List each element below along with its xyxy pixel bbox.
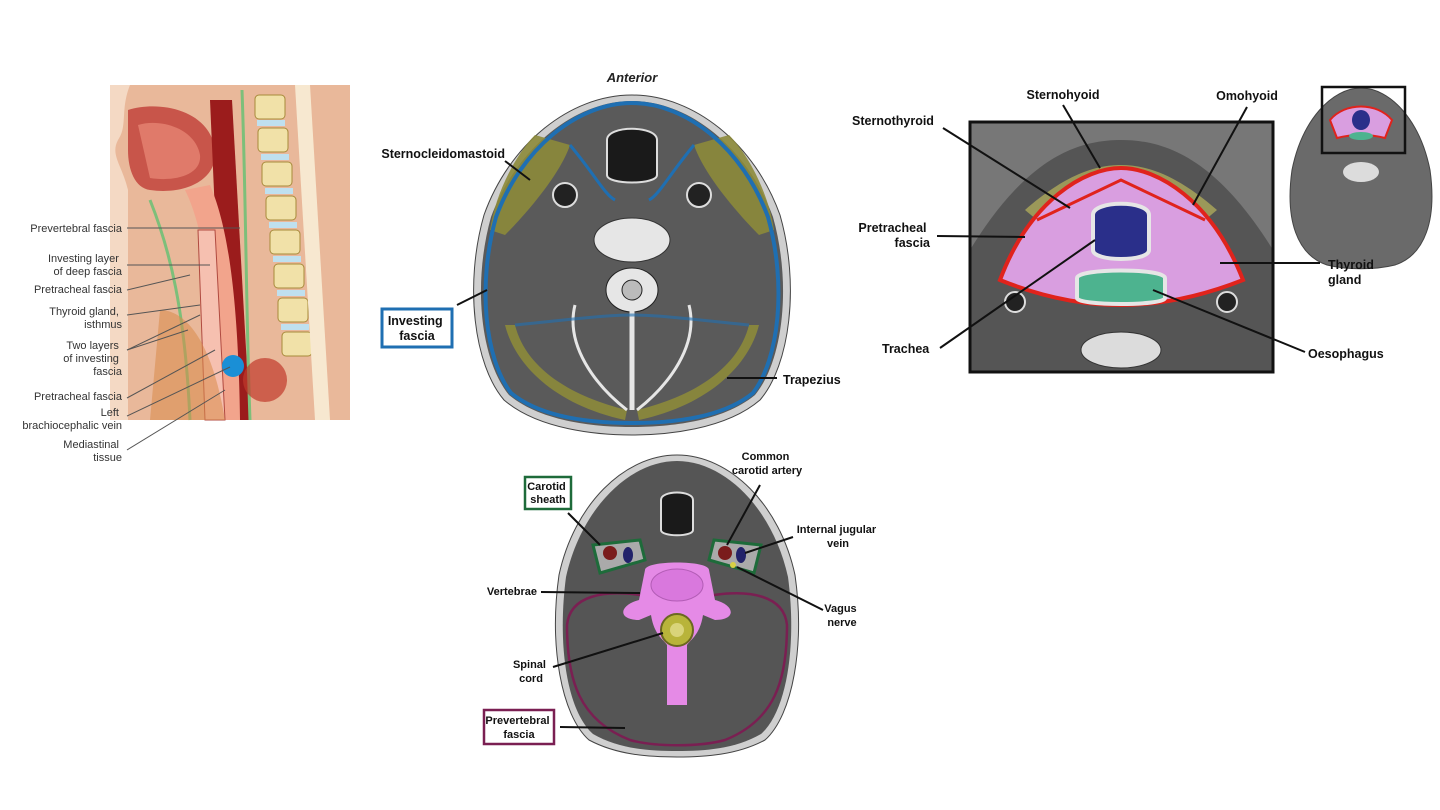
- scm-left: [490, 135, 570, 235]
- label-trapezius: Trapezius: [783, 373, 841, 387]
- label-oesophagus: Oesophagus: [1308, 347, 1384, 361]
- svg-text:Investing fascia: Investing fascia: [388, 314, 446, 343]
- svg-text:Thyroid gland, isthmus: Thyroid gland, isthmus: [49, 306, 122, 331]
- label-spinal-cord: Spinal: [513, 659, 546, 671]
- prevertebral-fascia-diagram: Carotid sheath Common carotid artery Int…: [482, 451, 880, 758]
- svg-text:Thyroid gland: Thyroid gland: [1328, 258, 1377, 287]
- label-prevertebral-fascia: Prevertebral fascia: [30, 223, 123, 235]
- label-mediastinal-2: tissue: [93, 452, 122, 464]
- label-common-carotid: Common: [742, 451, 790, 463]
- svg-text:Internal jugular vein: Internal jugular vein: [797, 524, 880, 550]
- label-thyroid-gland: Thyroid: [1328, 258, 1374, 272]
- box-prevertebral-fascia: Prevertebral: [485, 715, 549, 727]
- label-thyroid-gland-2: gland: [1328, 273, 1361, 287]
- box-carotid-sheath: Carotid: [527, 481, 566, 493]
- label-sternothyroid: Sternothyroid: [852, 114, 934, 128]
- svg-text:Prevertebral fascia: Prevertebral fascia: [485, 715, 552, 741]
- svg-text:Prevertebral fascia: Prevertebral fascia: [30, 223, 123, 235]
- label-pretracheal-fascia-2: fascia: [895, 236, 931, 250]
- label-common-carotid-2: carotid artery: [732, 465, 803, 477]
- box-carotid-sheath-2: sheath: [530, 494, 566, 506]
- sagittal-neck-illustration: Prevertebral fascia Investing layer of d…: [22, 85, 351, 464]
- label-pretracheal-fascia-lower: Pretracheal fascia: [34, 391, 123, 403]
- label-two-layers-2: of investing: [63, 353, 119, 365]
- svg-text:Common carotid artery: Common carotid artery: [732, 451, 803, 477]
- box-investing-fascia-2: fascia: [399, 329, 435, 343]
- oesophagus: [1075, 268, 1167, 306]
- label-two-layers: Two layers: [66, 340, 119, 352]
- scm-right: [694, 135, 774, 235]
- label-internal-jugular-2: vein: [827, 538, 849, 550]
- label-investing-layer-2: of deep fascia: [54, 266, 123, 278]
- label-vagus-nerve-2: nerve: [827, 617, 856, 629]
- label-omohyoid: Omohyoid: [1216, 89, 1278, 103]
- label-left-brachiocephalic-2: brachiocephalic vein: [22, 420, 122, 432]
- label-spinal-cord-2: cord: [519, 673, 543, 685]
- svg-text:Two layers of investing: Two layers of investing fascia: [63, 340, 123, 378]
- label-thyroid-isthmus-2: isthmus: [84, 319, 122, 331]
- label-internal-jugular: Internal jugular: [797, 524, 877, 536]
- label-pretracheal-fascia: Pretracheal fascia: [34, 284, 123, 296]
- label-mediastinal: Mediastinal: [63, 439, 119, 451]
- trachea: [1091, 201, 1151, 261]
- investing-fascia-outline: [483, 100, 781, 426]
- svg-text:Mediastinal tissue: Mediastinal tissue: [63, 439, 122, 464]
- label-sternocleidomastoid: Sternocleidomastoid: [381, 147, 505, 161]
- label-vertebrae: Vertebrae: [487, 586, 537, 598]
- label-sternohyoid: Sternohyoid: [1027, 88, 1100, 102]
- svg-text:Pretracheal fascia: Pretracheal fascia: [34, 391, 123, 403]
- trapezius-right: [637, 325, 759, 420]
- box-investing-fascia: Investing: [388, 314, 443, 328]
- label-two-layers-3: fascia: [93, 366, 123, 378]
- box-prevertebral-fascia-2: fascia: [503, 729, 535, 741]
- svg-text:Left brachiocephalic vein: Left brachiocephalic vein: [22, 407, 122, 432]
- label-trachea: Trachea: [882, 342, 930, 356]
- svg-text:Investing layer of deep fa: Investing layer of deep fascia: [48, 253, 123, 278]
- pretracheal-fascia-diagram: Sternohyoid Omohyoid Sternothyroid Pretr…: [852, 85, 1433, 374]
- investing-fascia-diagram: Anterior Sternocleidomastoid Investing f…: [380, 70, 841, 436]
- label-thyroid-isthmus: Thyroid gland,: [49, 306, 119, 318]
- svg-text:Vagus nerve: Vagus nerve: [824, 603, 859, 629]
- label-investing-layer: Investing layer: [48, 253, 119, 265]
- trapezius-left: [505, 325, 627, 420]
- label-pretracheal-fascia: Pretracheal: [858, 221, 926, 235]
- label-vagus-nerve: Vagus: [824, 603, 856, 615]
- svg-text:Spinal cord: Spinal cord: [513, 659, 549, 685]
- thumbnail-cross-section: [1289, 85, 1433, 270]
- svg-text:Pretracheal fascia: Pretracheal fascia: [34, 284, 123, 296]
- label-left-brachiocephalic: Left: [101, 407, 119, 419]
- svg-text:Pretracheal fascia: Pretracheal fascia: [858, 221, 931, 250]
- svg-text:Carotid sheath: Carotid sheath: [527, 481, 569, 506]
- anterior-label: Anterior: [606, 70, 659, 85]
